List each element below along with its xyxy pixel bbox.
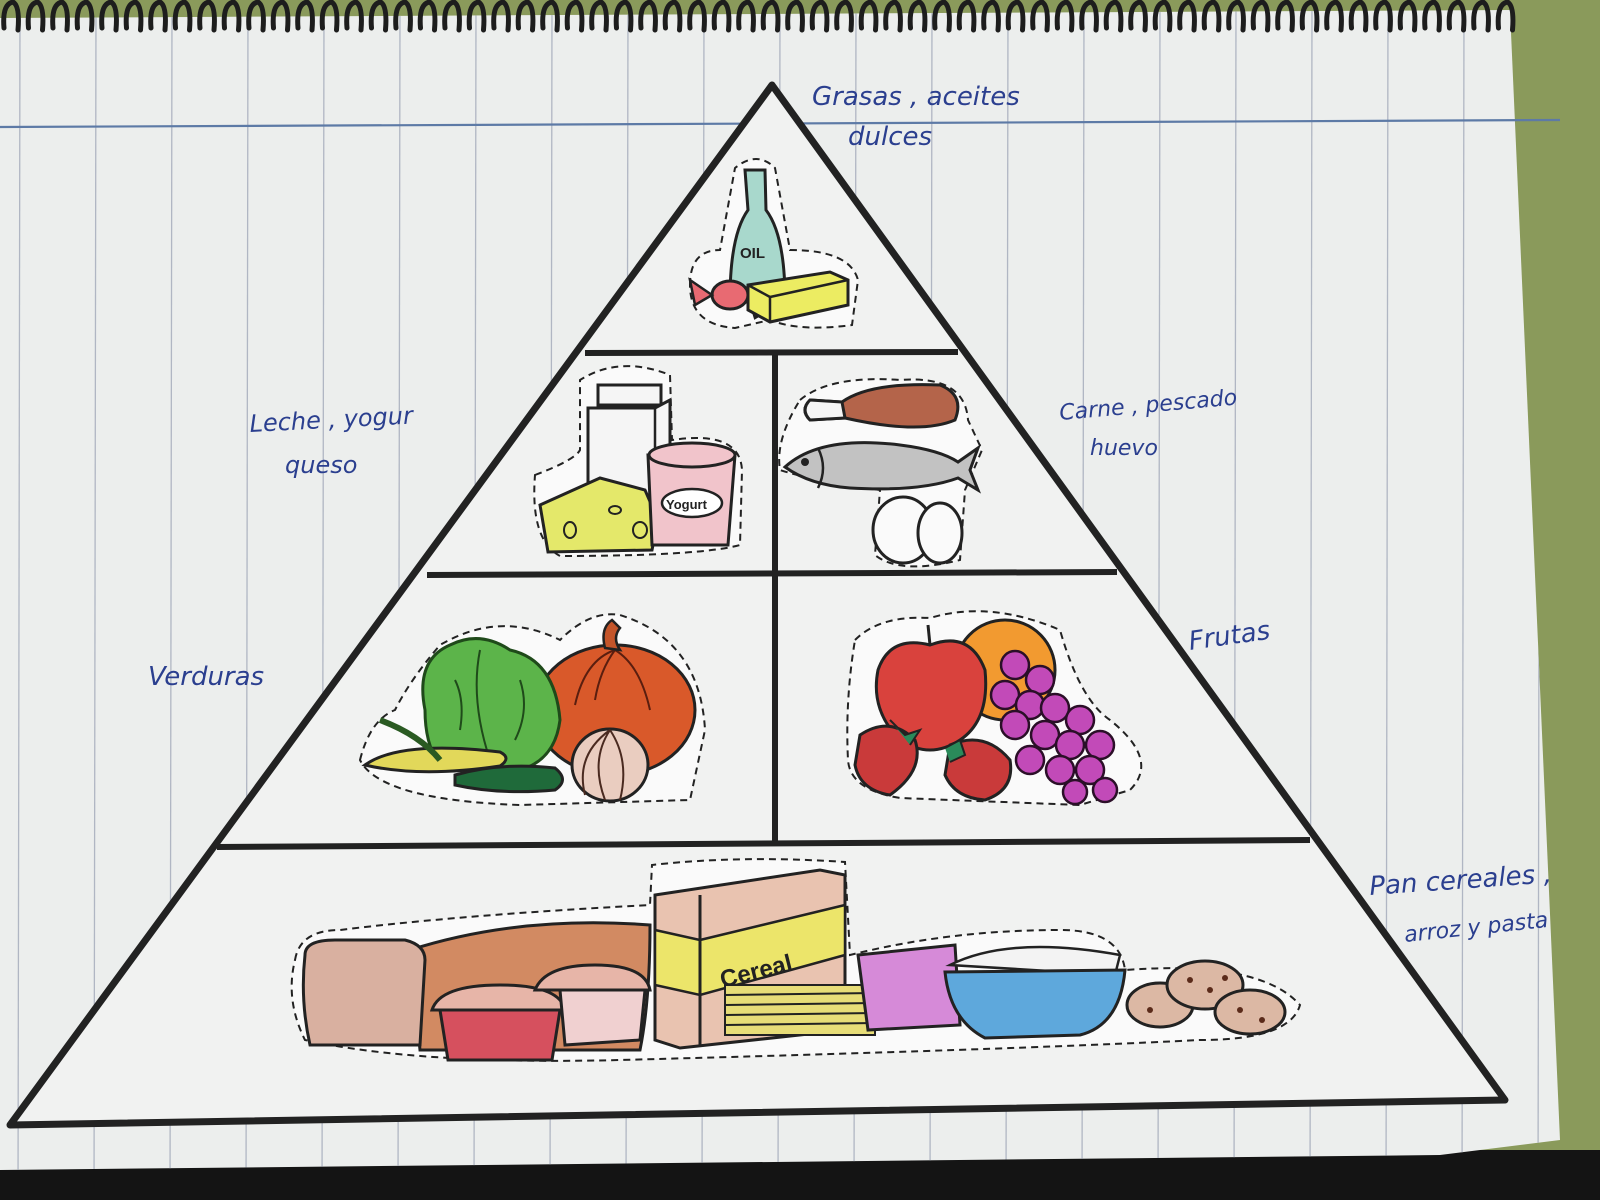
spiral-coil [687, 0, 707, 33]
spiral-coil [25, 0, 46, 33]
spiral-coil [1422, 0, 1442, 33]
spiral-coil [785, 0, 805, 33]
spiral-coil [74, 0, 95, 33]
yogurt-label: Yogurt [666, 497, 708, 512]
strawberry-icon [853, 719, 1013, 802]
spiral-coil [99, 0, 119, 33]
eggs-icon [871, 495, 964, 565]
butter-icon [746, 270, 850, 324]
spiral-coil [638, 0, 658, 33]
label-fats-line2: dulces [848, 122, 932, 152]
spiral-coil [491, 0, 511, 33]
spiral-coil [466, 0, 487, 33]
tier-fats-illustration: OIL [688, 158, 860, 330]
cookies-icon [1125, 959, 1287, 1036]
spiral-coil [907, 0, 928, 33]
tier-grains-illustration: Cereal [290, 858, 1302, 1062]
oil-label: OIL [740, 245, 765, 262]
tier-vegetables-illustration [358, 613, 707, 807]
spiral-coil [1152, 0, 1173, 33]
spiral-coil [515, 0, 536, 33]
spiral-coil [809, 0, 830, 33]
spiral-coil [883, 0, 903, 33]
spiral-coil [1005, 0, 1026, 33]
spiral-coil [295, 0, 315, 33]
corn-icon [361, 717, 508, 774]
spiral-coil [1275, 0, 1295, 33]
spiral-coil [589, 0, 609, 33]
spiral-coil [1495, 0, 1516, 33]
pasta-box-icon [856, 943, 962, 1032]
spiral-coil [1397, 0, 1418, 33]
spiral-binding [1, 0, 1516, 33]
spiral-coil [932, 0, 952, 33]
spiral-coil [564, 0, 585, 33]
spiral-coil [1177, 0, 1197, 33]
label-vegetables: Verduras [148, 662, 264, 692]
spiral-coil [172, 0, 193, 33]
spiral-coil [1128, 0, 1148, 33]
spiral-coil [1324, 0, 1344, 33]
spiral-coil [981, 0, 1001, 33]
spiral-coil [50, 0, 70, 33]
spiral-coil [442, 0, 462, 33]
pasta-icon [724, 984, 876, 1036]
spiral-coil [246, 0, 266, 33]
spiral-coil [1446, 0, 1467, 33]
spiral-coil [613, 0, 634, 33]
spiral-coil [662, 0, 683, 33]
spiral-coil [368, 0, 389, 33]
onion-icon [570, 727, 650, 803]
spiral-coil [760, 0, 781, 33]
yogurt-icon: Yogurt [646, 441, 737, 547]
label-protein-line2: huevo [1090, 436, 1158, 461]
chicken-leg-icon [803, 383, 960, 429]
spiral-coil [1373, 0, 1393, 33]
spiral-coil [1, 0, 21, 33]
spiral-coil [270, 0, 291, 33]
cucumber-icon [453, 764, 564, 794]
spiral-coil [736, 0, 756, 33]
apple-icon [874, 624, 988, 752]
spiral-coil [1054, 0, 1075, 33]
label-dairy-line2: queso [285, 451, 357, 479]
tier-protein-illustration [778, 378, 984, 568]
spiral-coil [1299, 0, 1320, 33]
spiral-coil [417, 0, 438, 33]
spiral-coil [1348, 0, 1369, 33]
spiral-coil [393, 0, 413, 33]
spiral-coil [221, 0, 242, 33]
label-fats-line1: Grasas , aceites [812, 82, 1020, 112]
spiral-coil [1201, 0, 1222, 33]
spiral-coil [197, 0, 217, 33]
tier-dairy-illustration: Yogurt [533, 365, 744, 558]
spiral-coil [540, 0, 560, 33]
fish-icon [782, 441, 982, 494]
spiral-coil [1471, 0, 1491, 33]
divider-tier3 [216, 837, 1311, 850]
muffins-icon [429, 963, 652, 1062]
spiral-coil [319, 0, 340, 33]
spiral-coil [711, 0, 732, 33]
spiral-coil [1030, 0, 1050, 33]
grapes-icon [989, 649, 1119, 806]
tier-fruits-illustration [846, 610, 1143, 807]
spiral-coil [1103, 0, 1124, 33]
rice-bowl-icon [943, 945, 1127, 1040]
spiral-coil [858, 0, 879, 33]
spiral-coil [956, 0, 977, 33]
spiral-coil [1250, 0, 1271, 33]
spiral-coil [123, 0, 144, 33]
pyramid-triangle [6, 81, 1509, 1129]
spiral-coil [148, 0, 168, 33]
spiral-coil [1226, 0, 1246, 33]
spiral-coil [834, 0, 854, 33]
spiral-coil [344, 0, 364, 33]
spiral-coil [1079, 0, 1099, 33]
divider-tier1 [584, 349, 959, 356]
pumpkin-icon [533, 618, 697, 777]
